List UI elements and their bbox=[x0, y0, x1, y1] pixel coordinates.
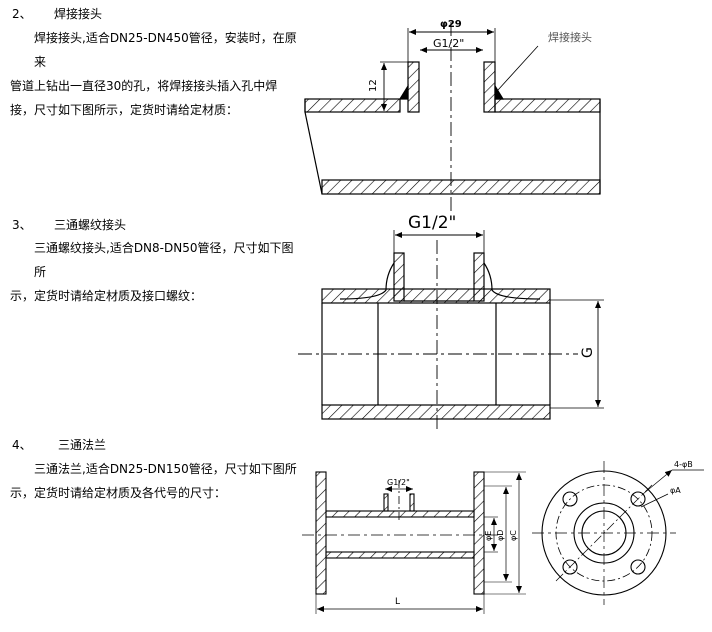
section-3-paragraph: 三通螺纹接头,适合DN8-DN50管径，尺寸如下图所 示，定货时请给定材质及接口… bbox=[10, 236, 300, 308]
flange-body-top-wall bbox=[325, 510, 475, 518]
label-phi-d: φD bbox=[496, 530, 505, 541]
weld-bead-left bbox=[398, 83, 409, 100]
label-12: 12 bbox=[368, 79, 379, 92]
pipe-top-wall-right bbox=[494, 98, 601, 113]
section-2-title: 焊接接头 bbox=[54, 7, 103, 21]
tee-run-top-wall bbox=[321, 288, 551, 304]
section-2-paragraph: 焊接接头,适合DN25-DN450管径，安装时，在原来 管道上钻出一直径30的孔… bbox=[10, 26, 300, 122]
a-callout-leader bbox=[640, 493, 669, 508]
section-2-line-1: 焊接接头,适合DN25-DN450管径，安装时，在原来 bbox=[34, 31, 297, 69]
bolt-callout-leader bbox=[642, 469, 673, 495]
section-4-title: 三通法兰 bbox=[58, 438, 107, 452]
pipe-top-wall-left bbox=[304, 98, 401, 113]
bolt-hole-top-right bbox=[630, 491, 646, 507]
pipe-break-left bbox=[304, 111, 323, 195]
section-4-number: 4、 bbox=[12, 438, 32, 452]
section-2-line-3: 接，尺寸如下图所示，定货时请给定材质： bbox=[10, 103, 239, 117]
label-g12-flange: G1/2" bbox=[387, 478, 410, 487]
fitting-wall-left bbox=[407, 61, 420, 113]
weld-bead-right bbox=[494, 83, 505, 100]
threaded-tee-drawing bbox=[298, 230, 604, 432]
label-g12-tee: G1/2" bbox=[408, 213, 456, 233]
section-2-number: 2、 bbox=[12, 7, 32, 21]
label-phi-c: φC bbox=[509, 530, 518, 541]
label-l: L bbox=[395, 597, 400, 607]
label-bolt-holes: 4-φB bbox=[674, 460, 693, 469]
bolt-hole-bottom-left bbox=[562, 559, 578, 575]
section-3-line-1: 三通螺纹接头,适合DN8-DN50管径，尺寸如下图所 bbox=[34, 241, 294, 279]
label-phi-e: φE bbox=[484, 531, 493, 541]
section-3-line-2: 示，定货时请给定材质及接口螺纹： bbox=[10, 289, 203, 303]
section-2-line-2: 管道上钻出一直径30的孔，将焊接接头插入孔中焊 bbox=[10, 79, 278, 93]
flange-right bbox=[473, 471, 485, 595]
pipe-bottom-wall bbox=[321, 179, 601, 195]
label-weld-callout: 焊接接头 bbox=[548, 30, 592, 44]
tee-run-bottom-wall bbox=[321, 404, 551, 420]
flange-left bbox=[315, 471, 327, 595]
label-g12-weld: G1/2" bbox=[433, 37, 464, 50]
section-4-line-2: 示，定货时请给定材质及各代号的尺寸： bbox=[10, 486, 227, 500]
label-g: G bbox=[580, 347, 596, 358]
weld-joint-drawing bbox=[304, 22, 601, 214]
flange-body-bottom-wall bbox=[325, 551, 475, 559]
label-phi-a: φA bbox=[670, 486, 681, 495]
flange-branch-wall-left bbox=[383, 493, 389, 512]
flange-branch-wall-right bbox=[409, 493, 415, 512]
label-phi29: φ29 bbox=[440, 19, 462, 30]
weld-callout-leader bbox=[497, 45, 539, 91]
section-3-number: 3、 bbox=[12, 218, 32, 232]
face-diagonal-center bbox=[555, 484, 653, 582]
fitting-wall-right bbox=[483, 61, 496, 113]
bolt-hole-bottom-right bbox=[630, 559, 646, 575]
section-4-paragraph: 三通法兰,适合DN25-DN150管径，尺寸如下图所 示，定货时请给定材质及各代… bbox=[10, 457, 300, 505]
flanged-tee-drawing bbox=[302, 461, 704, 614]
bolt-hole-top-left bbox=[562, 491, 578, 507]
section-4-line-1: 三通法兰,适合DN25-DN150管径，尺寸如下图所 bbox=[34, 462, 297, 476]
section-3-title: 三通螺纹接头 bbox=[54, 218, 127, 232]
